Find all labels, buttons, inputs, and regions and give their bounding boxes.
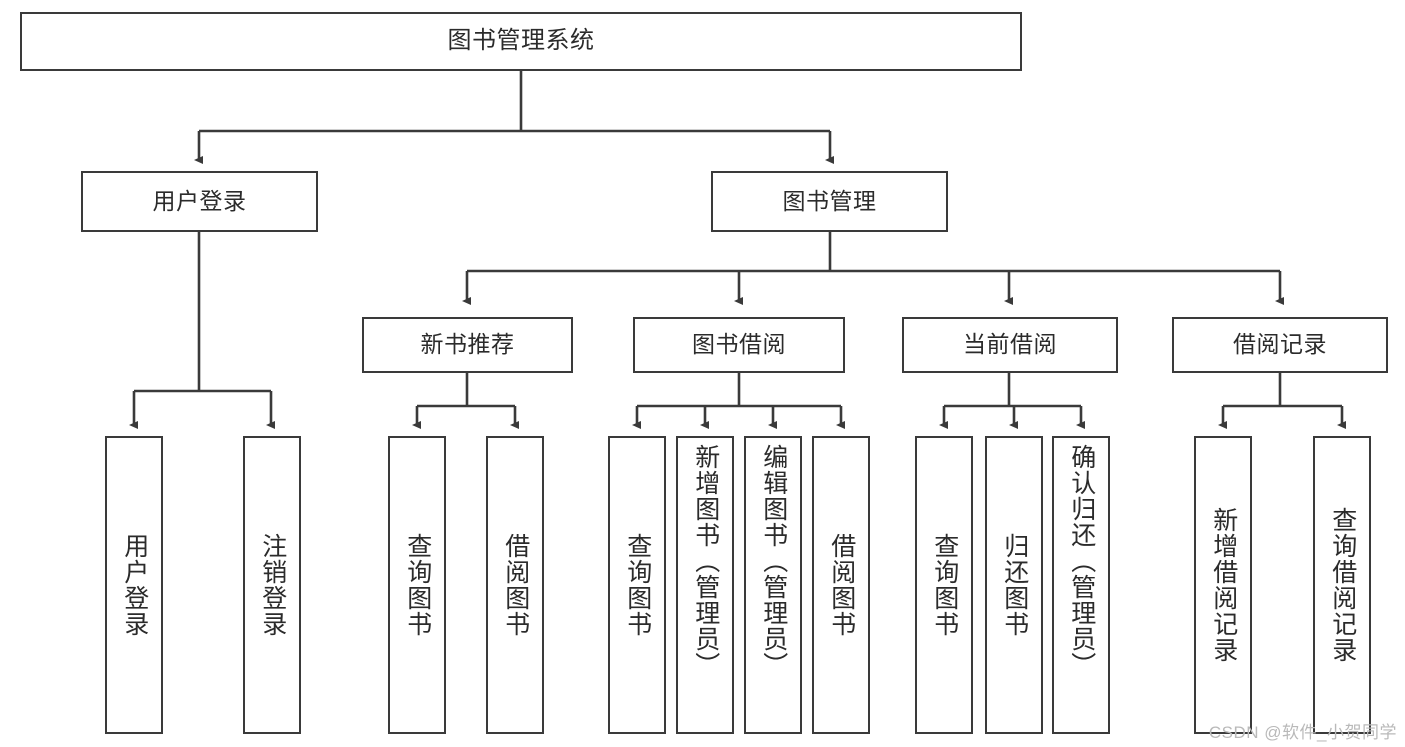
node-label: 新书推荐 [420, 331, 515, 358]
node-label: 查询借阅记录 [1328, 507, 1357, 663]
node-label: 图书管理系统 [447, 27, 595, 55]
node-label: 新增借阅记录 [1209, 507, 1238, 663]
node-label: 注销登录 [258, 533, 287, 637]
leaf-borrow-record-query[interactable]: 查询借阅记录 [1313, 436, 1371, 734]
node-new-book-recommend[interactable]: 新书推荐 [362, 317, 573, 373]
node-label: 编辑图书（管理员） [759, 444, 788, 678]
node-root-system[interactable]: 图书管理系统 [20, 12, 1022, 71]
node-label: 查询图书 [403, 533, 432, 637]
node-book-borrow[interactable]: 图书借阅 [633, 317, 845, 373]
leaf-current-borrow-confirm-return[interactable]: 确认归还（管理员） [1052, 436, 1110, 734]
csdn-watermark: CSDN @软件_小贺同学 [1208, 723, 1397, 742]
node-current-borrow[interactable]: 当前借阅 [902, 317, 1118, 373]
node-user-login[interactable]: 用户登录 [81, 171, 318, 232]
node-label: 当前借阅 [963, 331, 1057, 358]
node-label: 图书管理 [782, 187, 877, 214]
node-label: 借阅图书 [501, 533, 530, 637]
leaf-current-borrow-query[interactable]: 查询图书 [915, 436, 973, 734]
leaf-book-borrow-edit[interactable]: 编辑图书（管理员） [744, 436, 802, 734]
node-label: 借阅图书 [827, 533, 856, 637]
leaf-book-borrow-add[interactable]: 新增图书（管理员） [676, 436, 734, 734]
node-label: 确认归还（管理员） [1067, 444, 1096, 678]
node-label: 借阅记录 [1233, 331, 1327, 358]
node-label: 新增图书（管理员） [691, 444, 720, 678]
node-label: 查询图书 [930, 533, 959, 637]
leaf-new-book-query[interactable]: 查询图书 [388, 436, 446, 734]
node-label: 查询图书 [623, 533, 652, 637]
node-borrow-record[interactable]: 借阅记录 [1172, 317, 1388, 373]
node-label: 用户登录 [120, 533, 149, 637]
leaf-book-borrow-query[interactable]: 查询图书 [608, 436, 666, 734]
node-label: 归还图书 [1000, 533, 1029, 637]
leaf-new-book-borrow[interactable]: 借阅图书 [486, 436, 544, 734]
node-label: 图书借阅 [692, 331, 786, 358]
node-book-management[interactable]: 图书管理 [711, 171, 948, 232]
node-label: 用户登录 [152, 187, 247, 214]
leaf-borrow-record-add[interactable]: 新增借阅记录 [1194, 436, 1252, 734]
leaf-user-login-signout[interactable]: 注销登录 [243, 436, 301, 734]
leaf-book-borrow-borrow[interactable]: 借阅图书 [812, 436, 870, 734]
leaf-current-borrow-return[interactable]: 归还图书 [985, 436, 1043, 734]
leaf-user-login-signin[interactable]: 用户登录 [105, 436, 163, 734]
